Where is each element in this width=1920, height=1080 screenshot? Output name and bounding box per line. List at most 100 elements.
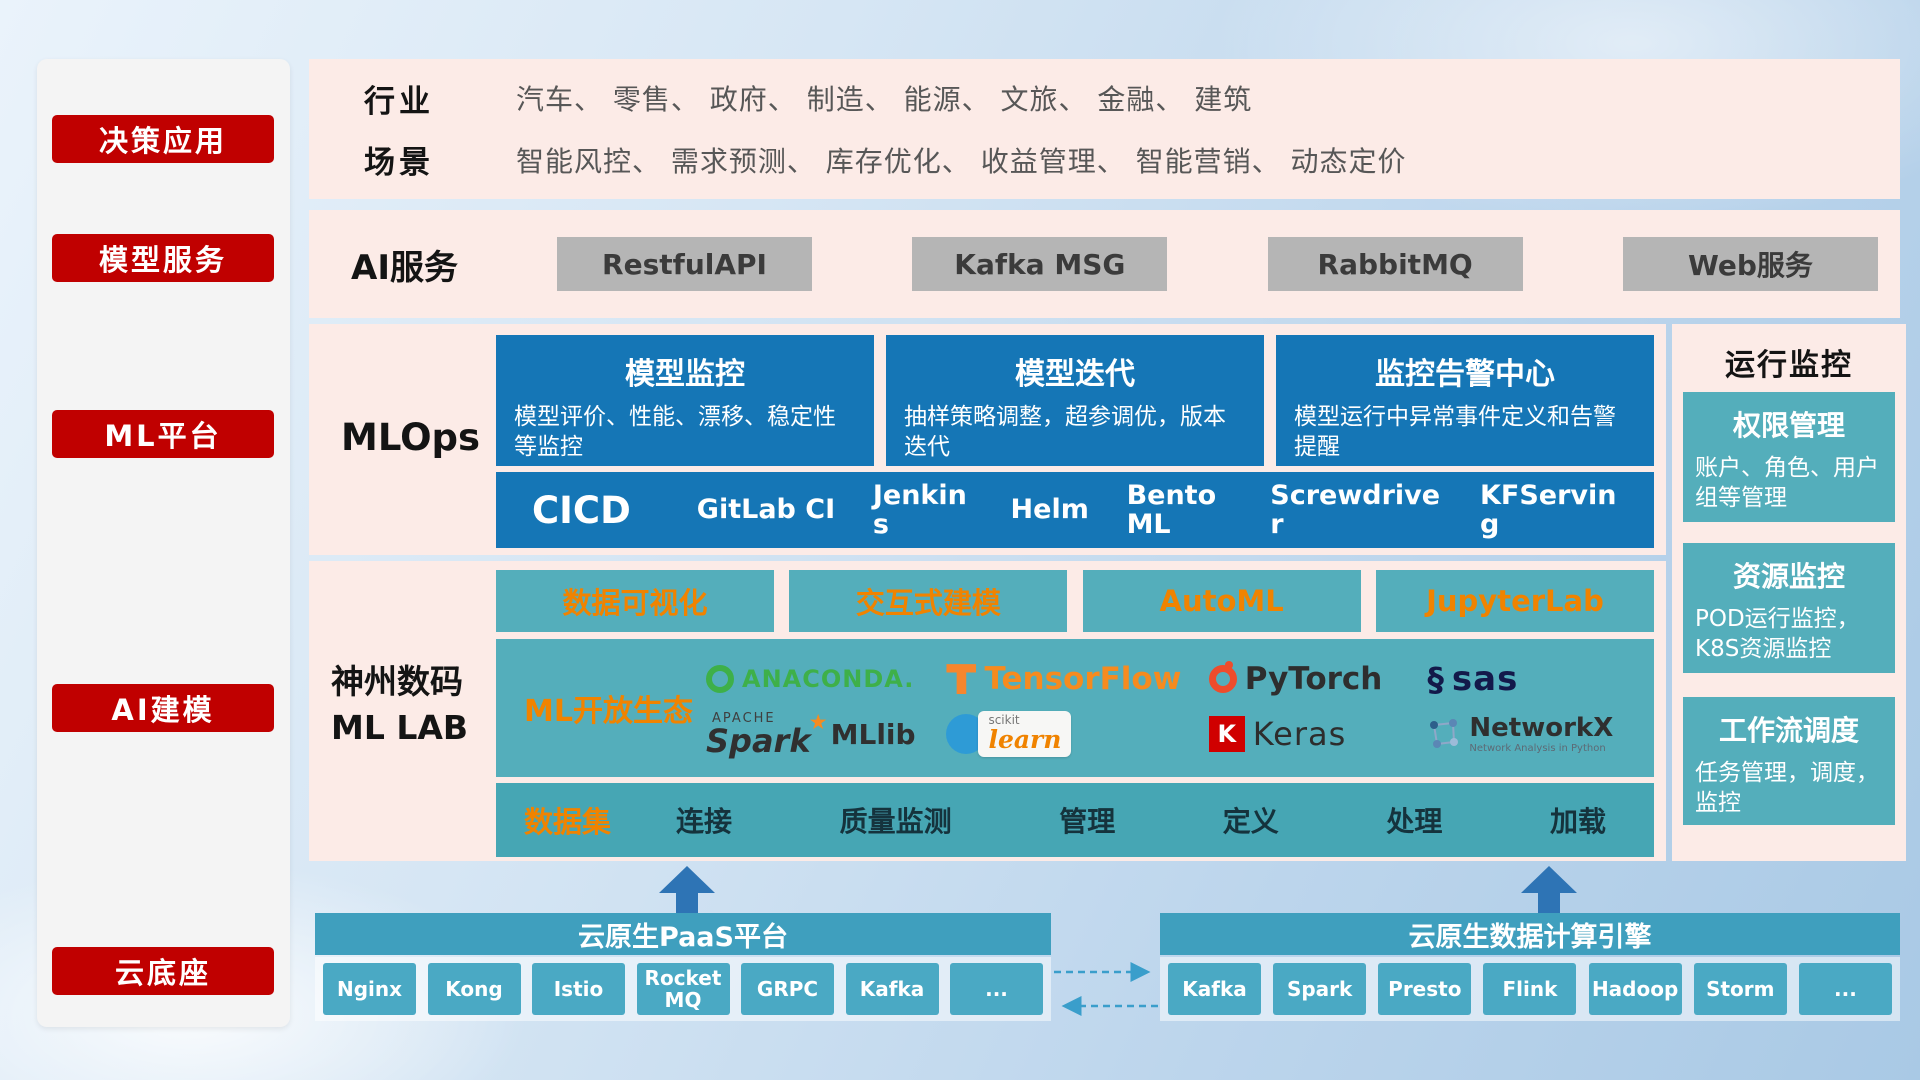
up-arrow-icon [1521, 866, 1577, 893]
tool-gitlab-ci: GitLab CI [696, 494, 836, 526]
card-title: 权限管理 [1732, 409, 1845, 442]
dataset-manage: 管理 [1059, 805, 1116, 838]
category-ai-modeling: AI建模 [52, 684, 274, 732]
logo-anaconda: ANACONDA. [706, 665, 915, 694]
networkx-graph-icon [1430, 719, 1459, 748]
spark-name: Spark [706, 725, 811, 757]
logo-keras: K Keras [1208, 715, 1347, 753]
dataset-load: 加载 [1549, 805, 1606, 838]
ecosystem-logos: ANACONDA. TensorFlow PyTorch sas APACHE [706, 659, 1646, 757]
chip-kafka: Kafka [845, 963, 939, 1015]
card-model-monitoring: 模型监控 模型评价、性能、漂移、稳定性等监控 [496, 335, 874, 466]
service-kafka-msg: Kafka MSG [912, 237, 1168, 291]
pytorch-icon [1208, 661, 1237, 694]
spark-wordmark: APACHE Spark [706, 712, 811, 757]
chip-rocketmq: RocketMQ [636, 963, 730, 1015]
scikit-text: scikit [988, 713, 1020, 728]
spark-apache-text: APACHE [712, 710, 776, 726]
spark-star-icon [809, 712, 828, 733]
card-desc: 模型运行中异常事件定义和告警提醒 [1294, 404, 1616, 461]
chip-storm: Storm [1693, 963, 1787, 1015]
chip-grpc: GRPC [741, 963, 834, 1015]
chip-flink: Flink [1483, 963, 1577, 1015]
scene-line: 场景 智能风控、 需求预测、 库存优化、 收益管理、 智能营销、 动态定价 [364, 137, 1900, 182]
category-ml-platform: ML平台 [52, 410, 274, 458]
dataset-items: 连接 质量监测 管理 定义 处理 加载 [676, 800, 1606, 840]
card-desc: 抽样策略调整，超参调优，版本迭代 [904, 404, 1226, 461]
category-cloud-base: 云底座 [52, 947, 274, 995]
scene-label: 场景 [364, 145, 434, 182]
service-restfulapi: RestfulAPI [557, 237, 812, 291]
engine-components: Kafka Spark Presto Flink Hadoop Storm ..… [1160, 957, 1900, 1021]
service-web: Web服务 [1622, 237, 1878, 291]
chip-kong: Kong [427, 963, 521, 1015]
spark-text: Spark [706, 721, 811, 760]
tool-kfserving: KFServing [1479, 479, 1617, 540]
card-resource-monitor: 资源监控 POD运行监控，K8S资源监控 [1683, 543, 1895, 673]
ai-service-buttons: RestfulAPI Kafka MSG RabbitMQ Web服务 [557, 237, 1878, 291]
data-engine-bar: 云原生数据计算引擎 [1160, 913, 1900, 955]
scene-list: 智能风控、 需求预测、 库存优化、 收益管理、 智能营销、 动态定价 [516, 144, 1407, 178]
chip-spark: Spark [1273, 963, 1367, 1015]
category-decision-apps: 决策应用 [52, 115, 274, 163]
card-title: 模型迭代 [1015, 357, 1135, 392]
tensorflow-icon [946, 664, 977, 695]
mllab-feature-buttons: 数据可视化 交互式建模 AutoML JupyterLab [496, 570, 1654, 632]
dataset-label: 数据集 [524, 805, 612, 839]
industry-label: 行业 [364, 83, 434, 120]
card-title: 资源监控 [1732, 560, 1845, 593]
chip-hadoop: Hadoop [1588, 963, 1682, 1015]
up-arrow-stem [676, 893, 698, 913]
paas-platform-bar: 云原生PaaS平台 [315, 913, 1051, 955]
dataset-define: 定义 [1222, 805, 1279, 838]
feature-data-visualization: 数据可视化 [496, 570, 774, 632]
industry-list: 汽车、 零售、 政府、 制造、 能源、 文旅、 金融、 建筑 [516, 83, 1253, 117]
pytorch-wordmark: PyTorch [1244, 661, 1383, 698]
logo-scikit-learn: scikit learn [946, 711, 1072, 757]
mlops-label: MLOps [341, 416, 481, 459]
card-alert-center: 监控告警中心 模型运行中异常事件定义和告警提醒 [1276, 335, 1654, 466]
mllab-label-line2: ML LAB [331, 708, 469, 748]
anaconda-icon [706, 665, 734, 694]
tool-bentoml: BentoML [1126, 479, 1217, 540]
tensorflow-wordmark: TensorFlow [984, 661, 1182, 698]
monitor-title: 运行监控 [1725, 348, 1853, 383]
logo-pytorch: PyTorch [1208, 661, 1383, 698]
card-desc: POD运行监控，K8S资源监控 [1695, 606, 1860, 663]
industry-scene-panel: 行业 汽车、 零售、 政府、 制造、 能源、 文旅、 金融、 建筑 场景 智能风… [309, 59, 1900, 199]
card-desc: 模型评价、性能、漂移、稳定性等监控 [514, 404, 836, 461]
feature-jupyterlab: JupyterLab [1375, 570, 1654, 632]
dataset-bar: 数据集 连接 质量监测 管理 定义 处理 加载 [496, 783, 1654, 857]
card-title: 监控告警中心 [1375, 357, 1555, 392]
chip-istio: Istio [532, 963, 625, 1015]
ml-ecosystem-box: ML开放生态 ANACONDA. TensorFlow PyTorch sas [496, 639, 1654, 777]
card-title: 模型监控 [625, 357, 745, 392]
runtime-monitor-panel: 运行监控 权限管理 账户、角色、用户组等管理 资源监控 POD运行监控，K8S资… [1672, 324, 1906, 861]
ai-service-label: AI服务 [351, 247, 458, 288]
logo-spark-mllib: APACHE Spark MLlib [706, 712, 916, 757]
mllab-label: 神州数码 ML LAB [331, 659, 491, 751]
card-desc: 任务管理，调度，监控 [1695, 760, 1879, 817]
mlops-panel: MLOps 模型监控 模型评价、性能、漂移、稳定性等监控 模型迭代 抽样策略调整… [309, 324, 1666, 555]
cicd-tools: GitLab CI Jenkins Helm BentoML Screwdriv… [697, 481, 1618, 539]
keras-wordmark: Keras [1252, 715, 1347, 753]
logo-tensorflow: TensorFlow [946, 661, 1181, 697]
anaconda-wordmark: ANACONDA. [742, 665, 915, 694]
industry-line: 行业 汽车、 零售、 政府、 制造、 能源、 文旅、 金融、 建筑 [364, 76, 1900, 121]
up-arrow-icon [659, 866, 715, 893]
service-rabbitmq: RabbitMQ [1267, 237, 1523, 291]
chip-presto: Presto [1378, 963, 1472, 1015]
mlops-cards: 模型监控 模型评价、性能、漂移、稳定性等监控 模型迭代 抽样策略调整，超参调优，… [496, 335, 1654, 466]
chip-more: ... [1798, 963, 1892, 1015]
chip-more: ... [950, 963, 1043, 1015]
card-desc: 账户、角色、用户组等管理 [1695, 455, 1879, 512]
ecosystem-label: ML开放生态 [524, 694, 693, 729]
sas-wordmark: sas [1451, 659, 1519, 700]
exchange-arrows-icon [1054, 962, 1158, 1016]
feature-interactive-modeling: 交互式建模 [789, 570, 1068, 632]
tool-screwdriver: Screwdriver [1270, 479, 1441, 540]
card-permission-mgmt: 权限管理 账户、角色、用户组等管理 [1683, 392, 1895, 522]
ai-service-panel: AI服务 RestfulAPI Kafka MSG RabbitMQ Web服务 [309, 210, 1900, 318]
paas-components: Nginx Kong Istio RocketMQ GRPC Kafka ... [315, 957, 1051, 1021]
